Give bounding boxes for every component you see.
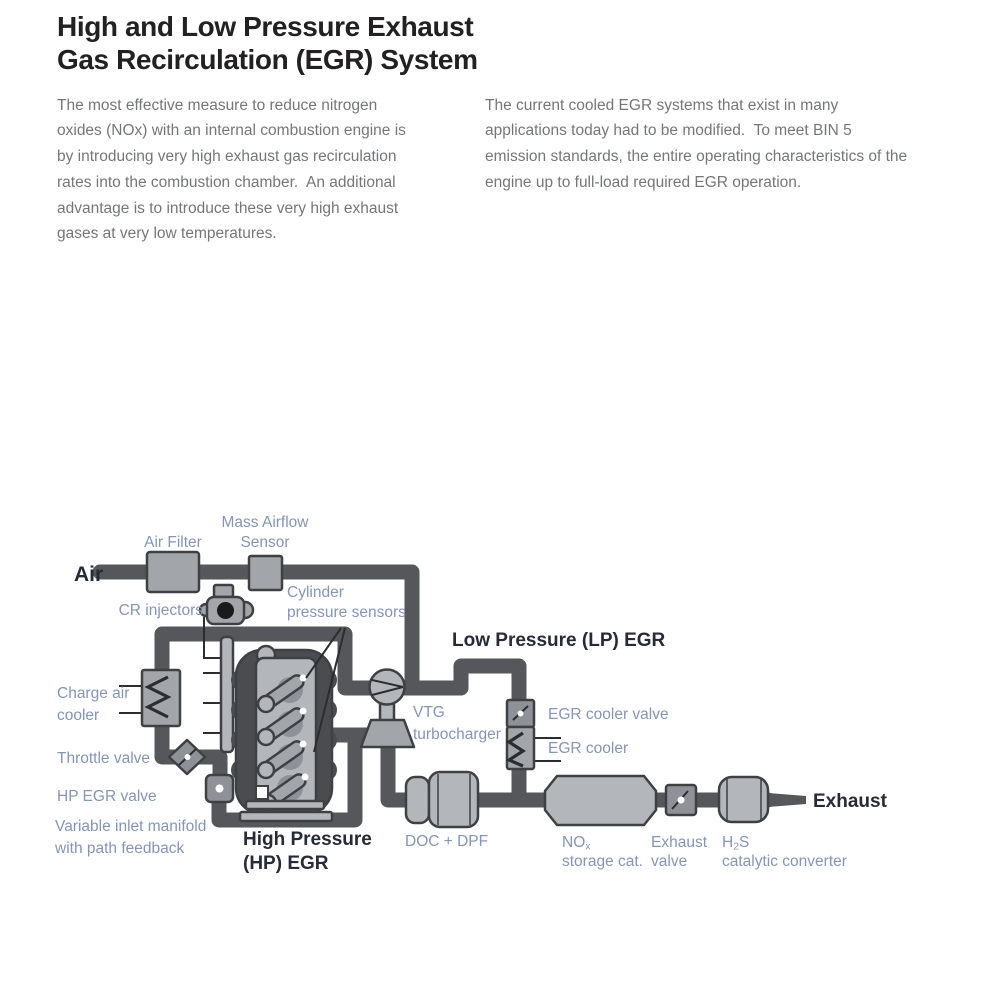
throttle-valve-dot xyxy=(184,754,191,760)
label-h2s-2: catalytic converter xyxy=(722,853,847,870)
compressor-circle xyxy=(368,668,406,706)
intro-paragraph-right: The current cooled EGR systems that exis… xyxy=(485,96,912,191)
intro-paragraph-left: The most effective measure to reduce nit… xyxy=(57,96,411,243)
intake-loop-pipe xyxy=(154,626,469,788)
dpf-end-lines xyxy=(437,774,471,825)
hp-egr-valve xyxy=(204,773,235,804)
pipe-network xyxy=(92,564,806,828)
label-egr-cooler: EGR cooler xyxy=(548,740,628,757)
doc-dpf xyxy=(404,770,480,829)
oil-pan-1 xyxy=(244,799,326,811)
air-inlet-pipe xyxy=(92,564,420,696)
pressure-sensor-tip-2 xyxy=(299,707,307,715)
label-nox-2: storage cat. xyxy=(562,853,643,870)
label-charge-air-1: Charge air xyxy=(57,685,129,702)
engine-detail-square xyxy=(255,785,269,800)
pressure-sensor-tip-3 xyxy=(299,740,307,748)
maf-shape xyxy=(247,554,284,592)
charge-air-cooler-shape xyxy=(140,668,182,728)
label-lp-egr: Low Pressure (LP) EGR xyxy=(452,630,666,651)
page-title-line2: Gas Recirculation (EGR) System xyxy=(57,43,478,75)
page-title: High and Low Pressure Exhaust Gas Recirc… xyxy=(57,10,478,76)
charge-air-cooler xyxy=(140,668,182,728)
injector-head-3 xyxy=(256,760,276,780)
nox-storage-cat xyxy=(543,774,658,827)
label-h2s-base: H xyxy=(722,834,733,851)
label-throttle-valve: Throttle valve xyxy=(57,750,150,767)
label-inlet-manifold-2: with path feedback xyxy=(54,840,185,857)
turbine-trapezoid xyxy=(359,718,416,749)
inlet-manifold-rail xyxy=(219,635,235,754)
cr-injectors-pump xyxy=(198,583,255,626)
engine-block xyxy=(231,644,337,823)
exhaust-valve xyxy=(664,783,698,817)
label-vtg-1: VTG xyxy=(413,704,445,721)
thin-connectors xyxy=(119,617,561,762)
pressure-sensor-tip-1 xyxy=(299,674,307,682)
throttle-valve xyxy=(167,738,207,776)
air-filter-box xyxy=(145,550,201,594)
label-hp-egr-valve: HP EGR valve xyxy=(57,788,157,805)
dpf-shape xyxy=(427,770,480,829)
air-filter-shape xyxy=(145,550,201,594)
label-hp-egr-1: High Pressure xyxy=(243,829,372,850)
egr-cooler-valve-dot xyxy=(517,710,524,717)
label-doc-dpf: DOC + DPF xyxy=(405,833,488,850)
egr-cooler-zigzag xyxy=(505,731,526,768)
page-title-line1: High and Low Pressure Exhaust xyxy=(57,10,474,42)
sensor-pointer-line-1 xyxy=(305,627,342,679)
cooler-zigzag xyxy=(144,675,172,719)
injector-head-2 xyxy=(256,727,276,747)
label-egr-cooler-valve: EGR cooler valve xyxy=(548,706,669,723)
label-nox-sub: x xyxy=(585,841,591,853)
label-h2s-end: S xyxy=(739,834,749,851)
pressure-sensor-tip-4 xyxy=(301,773,309,781)
egr-cooler-valve xyxy=(505,698,536,729)
exhaust-pipe-tip xyxy=(768,793,806,807)
h2s-cat-shape xyxy=(717,775,770,824)
label-air: Air xyxy=(74,563,103,586)
label-inlet-manifold-1: Variable inlet manifold xyxy=(55,818,206,835)
label-cylinder-sensors-2: pressure sensors xyxy=(287,604,406,621)
vtg-turbocharger xyxy=(359,668,416,749)
label-exhaust-valve-2: valve xyxy=(651,853,687,870)
oil-pan-2 xyxy=(238,810,334,823)
label-air-filter: Air Filter xyxy=(144,534,202,551)
label-cylinder-sensors-1: Cylinder xyxy=(287,584,344,601)
compressor-vanes xyxy=(371,679,404,696)
mass-airflow-sensor-box xyxy=(247,554,284,592)
label-exhaust-valve-1: Exhaust xyxy=(651,834,708,851)
label-h2s: H2S xyxy=(722,834,749,853)
label-h2s-sub: 2 xyxy=(733,841,739,853)
hp-egr-valve-dot xyxy=(215,784,224,793)
injector-head-1 xyxy=(256,694,276,714)
egr-cooler xyxy=(505,725,536,771)
label-mass-airflow-2: Sensor xyxy=(240,534,289,551)
label-charge-air-2: cooler xyxy=(57,707,99,724)
label-nox-base: NO xyxy=(562,834,585,851)
h2s-end-lines xyxy=(726,779,762,820)
exhaust-valve-dot xyxy=(677,796,685,804)
cr-injector-line xyxy=(203,617,220,659)
pump-center xyxy=(217,602,234,619)
pump-top xyxy=(212,583,235,599)
lp-egr-pipe-top xyxy=(453,658,527,712)
label-exhaust: Exhaust xyxy=(813,791,888,812)
sensor-pointer-line-2 xyxy=(313,627,346,753)
doc-shape xyxy=(404,775,431,825)
nox-cat-shape xyxy=(543,774,658,827)
label-vtg-2: turbocharger xyxy=(413,726,501,743)
label-nox: NOx xyxy=(562,834,591,853)
label-hp-egr-2: (HP) EGR xyxy=(243,853,329,874)
label-mass-airflow-1: Mass Airflow xyxy=(222,514,310,531)
label-cr-injectors: CR injectors xyxy=(119,602,204,619)
h2s-catalytic-converter xyxy=(717,775,770,824)
